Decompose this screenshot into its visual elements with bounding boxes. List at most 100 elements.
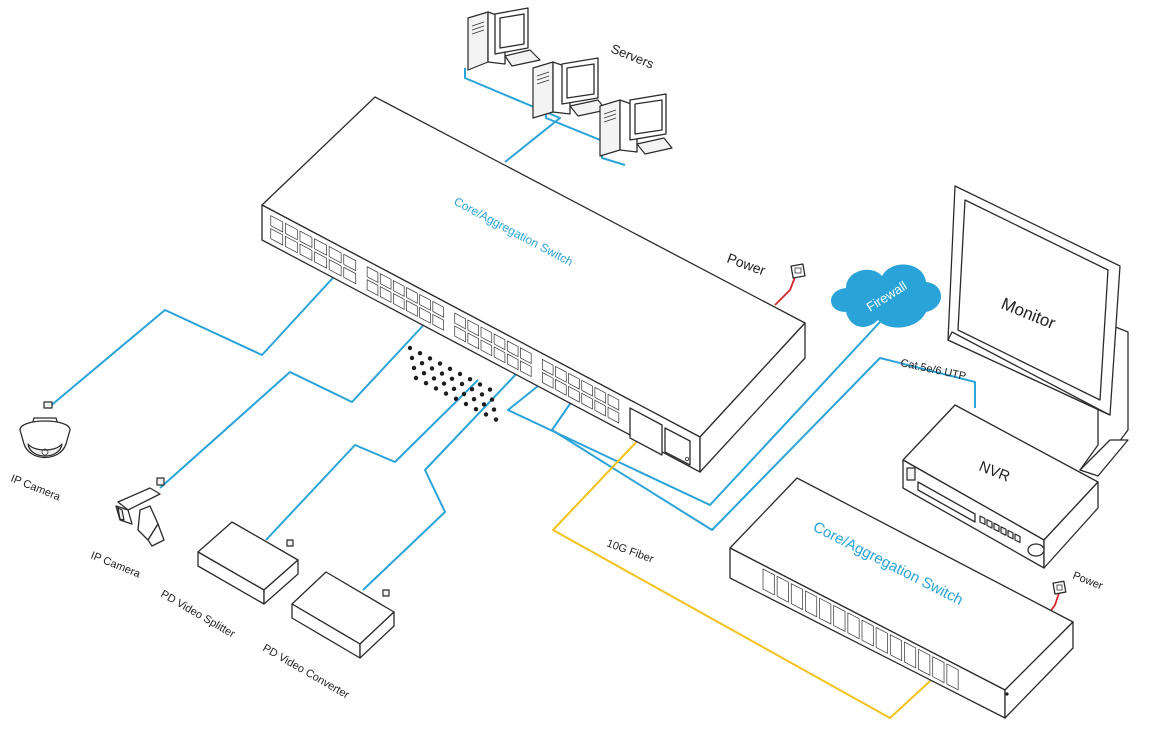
- switch-port: [299, 230, 313, 249]
- switch-port: [541, 358, 554, 376]
- vent-dot: [483, 412, 489, 417]
- switch-port: [904, 641, 917, 669]
- firewall-cable: [507, 321, 881, 506]
- power-cable-bottom: [1049, 589, 1061, 613]
- vent-dot: [491, 407, 497, 412]
- vent-dot: [471, 397, 477, 402]
- switch-port: [493, 346, 506, 364]
- switch-port: [568, 372, 580, 390]
- vent-dot: [449, 376, 455, 381]
- switch-port: [454, 312, 466, 330]
- bullet-camera-icon: [115, 477, 165, 547]
- cables: [47, 68, 1061, 719]
- nvr-button: [986, 518, 993, 529]
- converter-cable: [362, 369, 521, 591]
- switch-port: [480, 326, 493, 344]
- switch-port: [432, 313, 444, 331]
- vent-dot: [467, 377, 473, 382]
- switch-port-panel: [270, 215, 620, 424]
- vent-dot: [489, 397, 495, 402]
- fiber-label: 10G Fiber: [605, 538, 655, 566]
- power-top-label: Power: [725, 250, 768, 279]
- pd-splitter-label: PD Video Splitter: [159, 588, 238, 640]
- switch-port: [541, 371, 554, 389]
- switch-port: [581, 379, 593, 397]
- vent-dot: [429, 366, 435, 371]
- firewall-cloud: Firewall: [831, 264, 941, 328]
- server-tower-icon: [599, 93, 673, 157]
- dome-camera-icon: [19, 401, 71, 458]
- switch-port: [366, 279, 379, 296]
- vent-dot: [493, 417, 499, 422]
- vent-dot: [453, 396, 459, 401]
- servers-group: Servers: [467, 7, 673, 157]
- switch-port: [594, 386, 607, 404]
- pd-video-splitter: [197, 521, 299, 605]
- vent-dot: [459, 381, 465, 387]
- nvr: NVR: [902, 404, 1099, 569]
- switch-port: [833, 604, 846, 632]
- switch-port: [328, 245, 342, 264]
- switch-port: [776, 575, 789, 603]
- dome-camera-cable: [47, 267, 343, 409]
- switch-port: [790, 583, 803, 611]
- switch-port: [343, 253, 357, 272]
- vent-dot: [447, 366, 453, 371]
- vent-dot: [479, 392, 485, 397]
- switch-port: [419, 293, 431, 311]
- nvr-button: [1014, 533, 1021, 544]
- fiber-cable: [552, 434, 943, 719]
- server-tower-icon: [467, 7, 541, 71]
- switch-port: [847, 612, 860, 640]
- ip-camera-bullet-label: IP Camera: [89, 550, 143, 581]
- server-tower-icon: [532, 57, 607, 119]
- switch-port: [889, 634, 902, 662]
- switch-port: [270, 228, 284, 246]
- switch-port: [506, 353, 519, 371]
- vent-dot: [473, 407, 479, 412]
- cat-cable-label: Cat.5e/6 UTP: [899, 357, 967, 383]
- pd-converter-label: PD Video Converter: [261, 642, 352, 701]
- switch-port: [299, 243, 313, 262]
- core-switch-bottom: Core/Aggregation Switch: [729, 477, 1074, 719]
- switch-port: [568, 385, 580, 403]
- nvr-button: [979, 515, 986, 526]
- bullet-camera-cable: [159, 315, 433, 489]
- switch-port: [581, 392, 593, 410]
- switch-port: [406, 286, 418, 304]
- switch-port: [932, 656, 945, 684]
- vent-dot: [421, 371, 427, 376]
- switch-port: [419, 306, 431, 324]
- switch-port: [285, 222, 298, 241]
- switch-port: [328, 258, 342, 277]
- monitor: Monitor: [947, 185, 1129, 477]
- switch-port: [480, 339, 493, 357]
- switch-port: [555, 378, 567, 396]
- vent-dot: [481, 402, 487, 407]
- switch-port: [506, 340, 519, 358]
- vent-dot: [457, 371, 463, 377]
- switch-port-panel-bottom: [762, 568, 959, 691]
- switch-port: [379, 286, 392, 303]
- switch-port: [285, 235, 298, 254]
- vent-dot: [437, 361, 443, 366]
- switch-port: [314, 251, 327, 269]
- switch-port: [861, 619, 874, 647]
- vent-dot: [427, 356, 433, 361]
- vent-dot: [487, 387, 493, 392]
- vent-dot: [443, 391, 449, 396]
- servers-label: Servers: [609, 41, 657, 72]
- vent-dot: [451, 386, 457, 391]
- switch-port: [819, 597, 832, 625]
- switch-port: [467, 319, 479, 337]
- vent-dot: [431, 376, 437, 381]
- server-cable-1: [464, 68, 561, 163]
- core-switch-top: Core/Aggregation Switch: [261, 96, 806, 473]
- switch-port: [520, 347, 532, 365]
- switch-port: [314, 238, 327, 256]
- vent-dot: [433, 386, 439, 391]
- vent-dot: [477, 382, 483, 387]
- switch-port: [366, 266, 379, 283]
- switch-port: [454, 325, 466, 343]
